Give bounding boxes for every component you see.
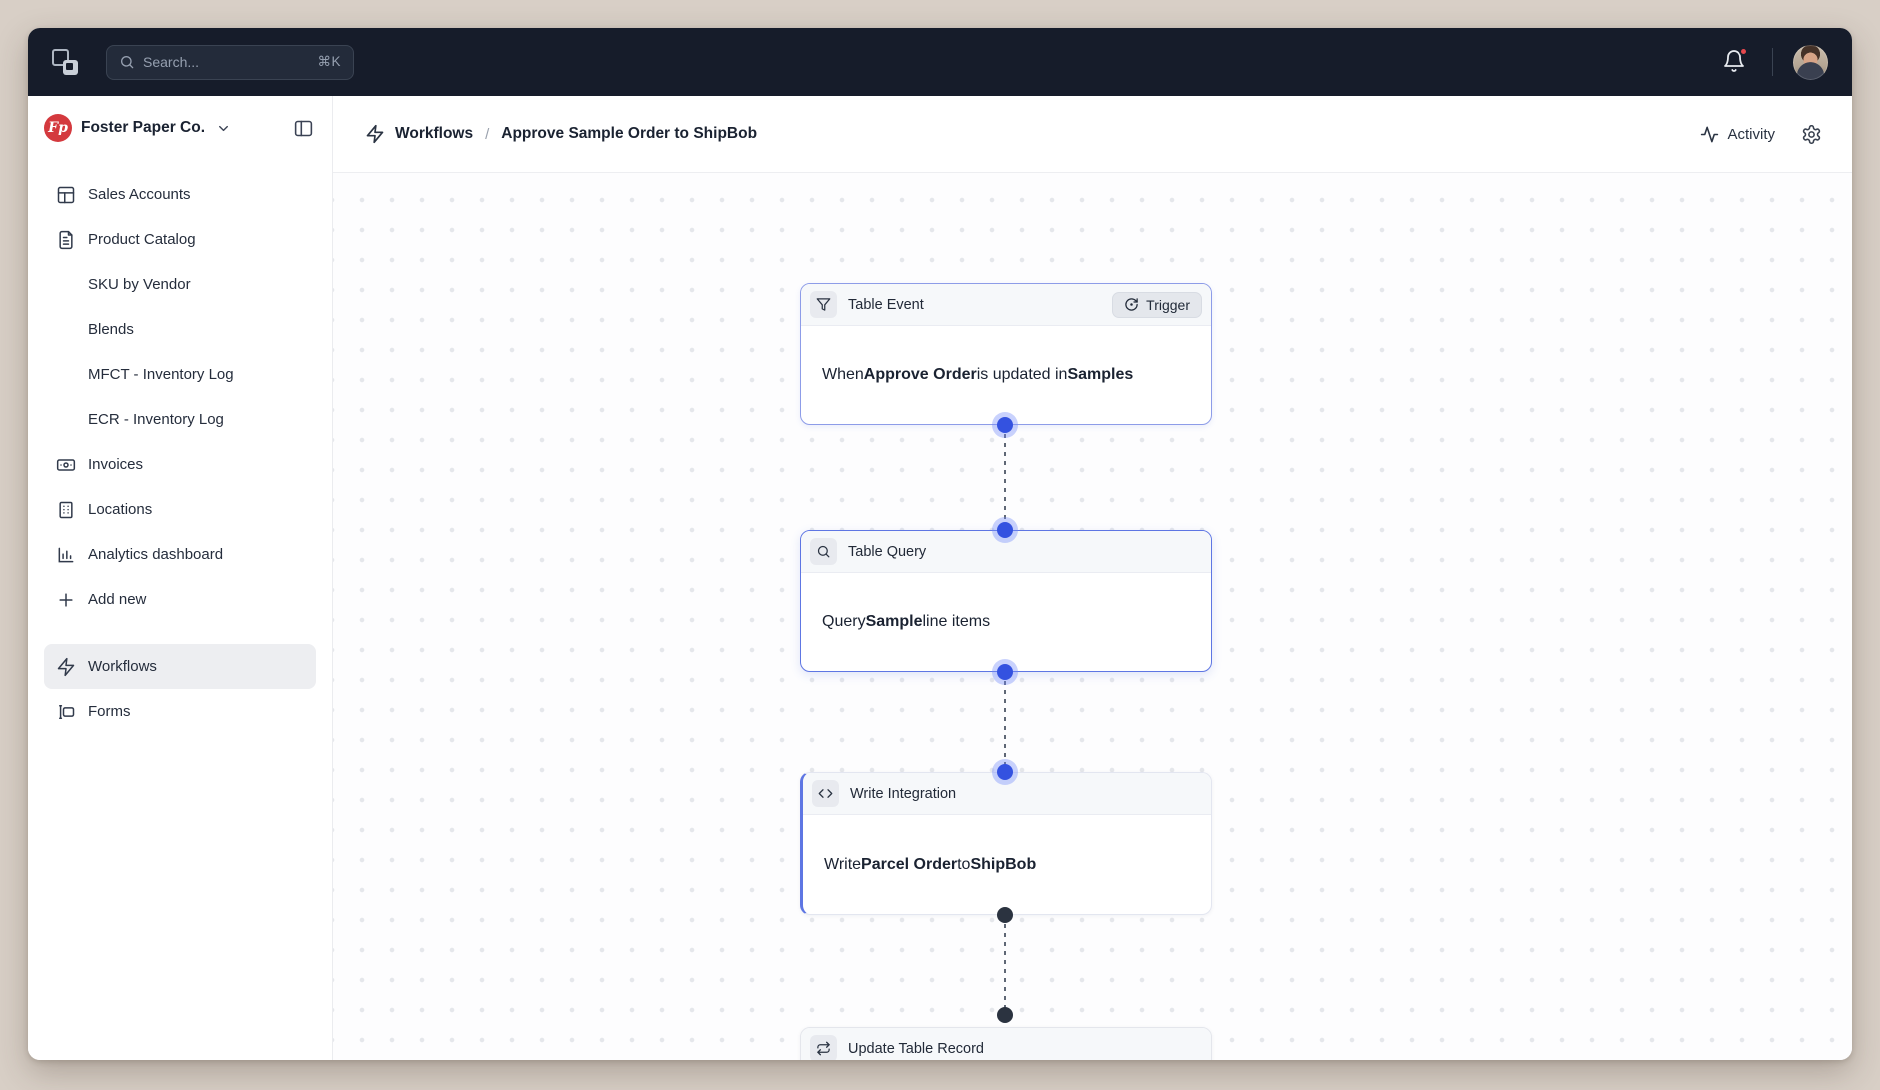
sidebar-item-workflows[interactable]: Workflows [44,644,316,689]
sidebar-item-label: Blends [88,321,134,338]
node-description: When Approve Order is updated in Samples [822,366,1134,383]
sidebar-collapse-icon[interactable] [293,118,314,139]
node-description: Query Sample line items [822,613,991,630]
sidebar-item-label: Sales Accounts [88,186,191,203]
sidebar-item-label: Analytics dashboard [88,546,224,563]
app-logo-icon[interactable] [52,49,78,75]
connector-dot[interactable] [997,417,1013,433]
page-title: Approve Sample Order to ShipBob [501,125,758,142]
global-search[interactable]: ⌘K [106,44,354,80]
file-icon [56,230,76,250]
sidebar-item-ecr-inventory-log[interactable]: ECR - Inventory Log [44,397,316,442]
breadcrumb-workflows-link[interactable]: Workflows [395,125,474,142]
chart-icon [56,545,76,565]
sidebar-item-mfct-inventory-log[interactable]: MFCT - Inventory Log [44,352,316,397]
gear-icon[interactable] [1801,124,1822,145]
sidebar-nav: Sales Accounts Product Catalog SKU by Ve… [28,160,332,734]
connector-dot[interactable] [997,1007,1013,1023]
main-area: Workflows / Approve Sample Order to Ship… [333,96,1852,1060]
sidebar-item-invoices[interactable]: Invoices [44,442,316,487]
topbar-divider [1772,48,1773,76]
plus-icon [56,590,76,610]
repeat-icon [810,1035,837,1060]
workflow-canvas[interactable]: Table Event Trigger When Approve Order i… [333,173,1852,1060]
sidebar-item-product-catalog[interactable]: Product Catalog [44,217,316,262]
sidebar-item-label: Product Catalog [88,231,196,248]
sidebar-item-label: Invoices [88,456,144,473]
org-logo: Fp [44,114,72,142]
breadcrumb-separator: / [485,125,490,143]
form-icon [56,702,76,722]
sidebar-item-label: ECR - Inventory Log [88,411,224,428]
notification-badge [1739,47,1748,56]
trigger-badge[interactable]: Trigger [1112,291,1202,318]
workflow-node-table-event[interactable]: Table Event Trigger When Approve Order i… [800,283,1212,425]
node-header: Write Integration [803,773,1211,815]
node-title: Table Event [848,296,924,313]
search-icon [119,54,135,70]
node-title: Table Query [848,543,927,560]
node-header: Update Table Record [801,1028,1211,1060]
sidebar-item-add-new[interactable]: Add new [44,577,316,622]
sidebar: Fp Foster Paper Co. Sales [28,96,333,1060]
activity-icon [1700,125,1719,144]
search-input[interactable] [143,54,310,70]
activity-button[interactable]: Activity [1700,125,1775,144]
table-icon [56,185,76,205]
sidebar-item-locations[interactable]: Locations [44,487,316,532]
connector-line [1004,672,1006,772]
connector-line [1004,425,1006,530]
sidebar-item-blends[interactable]: Blends [44,307,316,352]
connector-dot[interactable] [997,907,1013,923]
user-avatar[interactable] [1793,44,1828,80]
activity-label: Activity [1727,125,1775,143]
sidebar-item-label: SKU by Vendor [88,276,191,293]
sidebar-item-label: Forms [88,703,131,720]
node-description: Write Parcel Order to ShipBob [824,855,1037,873]
rotate-icon [1124,297,1139,312]
workflow-node-write-integration[interactable]: Write Integration Write Parcel Order to … [800,772,1212,915]
connector-dot[interactable] [997,522,1013,538]
sidebar-item-forms[interactable]: Forms [44,689,316,734]
connector-line [1004,915,1006,1015]
node-header: Table Event Trigger [801,284,1211,326]
node-title: Write Integration [850,785,957,802]
node-title: Update Table Record [848,1040,984,1057]
sidebar-item-analytics-dashboard[interactable]: Analytics dashboard [44,532,316,577]
workflow-node-table-query[interactable]: Table Query Query Sample line items [800,530,1212,672]
search-icon [810,538,837,565]
sidebar-item-sales-accounts[interactable]: Sales Accounts [44,172,316,217]
sidebar-item-label: Add new [88,591,147,608]
zap-icon [56,657,76,677]
node-header: Table Query [801,531,1211,573]
app-window: ⌘K Fp Foster Paper Co. [28,28,1852,1060]
trigger-badge-label: Trigger [1146,296,1190,313]
banknote-icon [56,455,76,475]
workflow-node-update-table-record[interactable]: Update Table Record [800,1027,1212,1060]
sidebar-item-label: MFCT - Inventory Log [88,366,234,383]
building-icon [56,500,76,520]
notifications-bell-icon[interactable] [1722,47,1748,75]
connector-dot[interactable] [997,764,1013,780]
main-header: Workflows / Approve Sample Order to Ship… [333,96,1852,173]
filter-icon [810,291,837,318]
org-name: Foster Paper Co. [81,119,206,136]
topbar: ⌘K [28,28,1852,96]
connector-dot[interactable] [997,664,1013,680]
zap-icon [365,124,385,144]
search-shortcut: ⌘K [317,54,341,69]
sidebar-item-sku-by-vendor[interactable]: SKU by Vendor [44,262,316,307]
breadcrumb: Workflows / Approve Sample Order to Ship… [365,124,757,144]
sidebar-item-label: Locations [88,501,153,518]
chevron-down-icon [216,121,231,136]
org-switcher[interactable]: Fp Foster Paper Co. [28,96,332,160]
sidebar-item-label: Workflows [88,658,157,675]
code-icon [812,780,839,807]
